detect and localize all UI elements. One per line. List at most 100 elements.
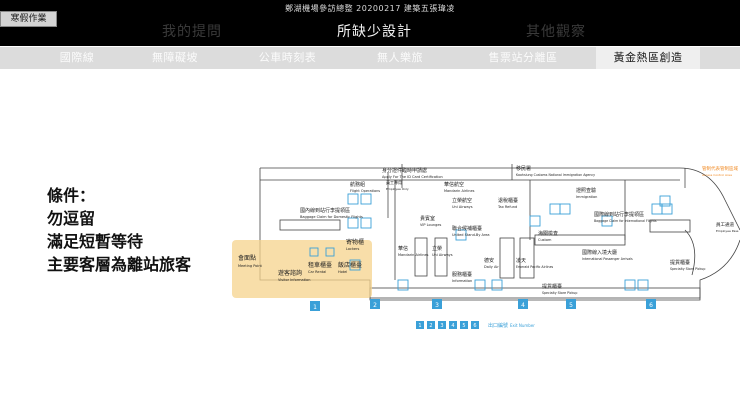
label-control-en: Access Control Area — [702, 173, 732, 177]
label-customs2-en: Custom — [538, 238, 552, 242]
label-customs-en: Kaohsiung Customs National Immigration A… — [516, 173, 595, 177]
condition-item: 勿逗留 — [47, 209, 96, 228]
label-mandarin2-en: Mandarin Airlines — [398, 253, 429, 257]
tab-my-questions[interactable]: 我的提問 — [162, 24, 222, 40]
exit-marker — [370, 299, 380, 309]
homework-button[interactable]: 寒假作業 — [0, 11, 57, 27]
legend-exit-number: 4 — [451, 323, 454, 329]
label-immigration-zh: 證照查驗 — [576, 187, 596, 194]
subtab-ticket-separation[interactable]: 售票站分離區 — [488, 51, 558, 64]
label-mandarin2-zh: 華信 — [398, 245, 408, 252]
label-tax-zh: 退稅櫃臺 — [498, 197, 518, 204]
tab-missing-design[interactable]: 所缺少設計 — [337, 24, 412, 40]
label-pickup-zh: 提貨櫃臺 — [670, 259, 690, 266]
sub-navigation-bar: 國際線 無障礙坡 公車時刻表 無人樂旅 售票站分離區 黃金熱區創造 — [0, 47, 740, 69]
label-emerald-en: Emerald Pacific Airlines — [516, 265, 554, 269]
subtab-golden-zone[interactable]: 黃金熱區創造 — [596, 47, 700, 69]
label-domestic-baggage-zh: 國內線到站行李提領區 — [300, 207, 350, 214]
legend-exit-label: 出口編號 — [488, 322, 508, 329]
conditions-block: 條件： 勿逗留 滿足短暫等待 主要客層為離站旅客 — [47, 184, 191, 276]
subtab-unmanned-travel[interactable]: 無人樂旅 — [377, 51, 423, 64]
label-standby-zh: 聯合候補櫃臺 — [452, 225, 482, 232]
label-daily-en: Daily Air — [484, 265, 499, 269]
exit-number: 5 — [569, 302, 573, 309]
legend-exit-number: 1 — [418, 323, 421, 329]
label-lockers-zh: 寄物櫃 — [346, 238, 364, 246]
label-meeting-en: Meeting Point — [238, 264, 263, 268]
exit-marker — [566, 299, 576, 309]
label-pickup2-zh: 提貨櫃臺 — [542, 283, 562, 290]
label-mandarin-zh: 華信航空 — [444, 181, 464, 188]
conditions-heading: 條件： — [47, 186, 96, 205]
label-uni2-en: Uni Airways — [432, 253, 453, 257]
legend-exit-number: 5 — [462, 323, 465, 329]
legend-exit-number: 3 — [440, 323, 443, 329]
label-hotel-en: Hotel — [338, 270, 347, 274]
label-customs2-zh: 海關檢查 — [538, 230, 558, 237]
label-customs-zh: 移民署 — [516, 165, 531, 172]
golden-zone-highlight — [232, 240, 372, 298]
label-emerald-zh: 凌天 — [516, 257, 526, 264]
label-employee-only-zh: 員工專用 — [386, 179, 402, 185]
label-vip-zh: 貴賓室 — [420, 215, 435, 222]
label-vip-en: VIP Lounges — [420, 223, 441, 227]
tab-other-observations[interactable]: 其他觀察 — [526, 24, 586, 40]
exit-markers: 1 2 3 4 5 6 — [310, 299, 656, 311]
label-flight-ops-en: Flight Operations — [350, 189, 380, 193]
label-employee-pass-zh: 員工通道 — [716, 221, 734, 228]
label-domestic-baggage-en: Baggage Claim for Domestic Flights — [300, 215, 363, 219]
label-uni2-zh: 立榮 — [432, 245, 442, 252]
legend-exit-number: 2 — [429, 323, 432, 329]
exit-number: 1 — [313, 304, 317, 311]
condition-item: 主要客層為離站旅客 — [47, 255, 192, 274]
top-navigation-bar: 寒假作業 鄭湖機場參訪總整 20200217 建築五張瑋凌 我的提問 所缺少設計… — [0, 0, 740, 46]
leader-lines — [387, 164, 686, 218]
label-car-rental-zh: 租車櫃臺 — [308, 261, 332, 269]
label-pickup2-en: Specialty Store Pickup — [542, 291, 577, 295]
label-uni-zh: 立榮航空 — [452, 197, 472, 204]
label-intl-arrival-en: International Passenger Arrivals — [582, 257, 633, 261]
label-pickup-en: Specialty Store Pickup — [670, 267, 705, 271]
label-intl-baggage-en: Baggage Claim for International Flights — [594, 219, 657, 223]
legend-exit-number: 6 — [473, 323, 476, 329]
label-mandarin-en: Mandarin Airlines — [444, 189, 475, 193]
label-lockers-en: Lockers — [346, 247, 359, 251]
label-daily-zh: 德安 — [484, 257, 494, 264]
label-flight-ops-zh: 航務組 — [350, 181, 365, 188]
label-employee-pass-en: Employee Pass — [716, 229, 739, 233]
label-control-zh: 管制代表管制區域 — [702, 165, 738, 172]
label-immigration-en: Immigration — [576, 195, 597, 199]
label-id-card-zh: 身分證件臨時申請處 — [382, 167, 427, 174]
subtab-international[interactable]: 國際線 — [59, 51, 95, 64]
label-visitor-en: Visitor Information — [278, 278, 310, 282]
exit-number: 3 — [435, 302, 439, 309]
label-info-en: Information — [452, 279, 472, 283]
label-info-zh: 服務櫃臺 — [452, 271, 472, 278]
presentation-title: 鄭湖機場參訪總整 20200217 建築五張瑋凌 — [285, 4, 455, 13]
exit-marker — [518, 299, 528, 309]
exit-number: 4 — [521, 302, 525, 309]
subtab-accessible-ramp[interactable]: 無障礙坡 — [152, 51, 198, 64]
label-employee-only-en: Employee Only — [386, 187, 409, 191]
exit-legend: 1 2 3 4 5 6 出口編號 Exit Number — [416, 321, 535, 329]
label-hotel-zh: 飯店櫃臺 — [338, 261, 362, 269]
label-id-card-en: Apply For The ID Card Certification — [382, 175, 443, 179]
label-standby-en: United Stand-By Area — [452, 233, 490, 237]
label-car-rental-en: Car Rental — [308, 270, 326, 274]
subtab-bus-schedule[interactable]: 公車時刻表 — [258, 51, 317, 64]
exit-marker — [432, 299, 442, 309]
label-uni-en: Uni Airways — [452, 205, 473, 209]
label-intl-arrival-zh: 國際線入境大廳 — [582, 249, 617, 256]
legend-exit-label-en: Exit Number — [510, 323, 535, 328]
label-tax-en: Tax Refund — [497, 205, 517, 209]
exit-marker — [646, 299, 656, 309]
label-visitor-zh: 遊客諮詢 — [278, 269, 302, 277]
label-intl-baggage-zh: 國際線到站行李提領區 — [594, 211, 644, 218]
condition-item: 滿足短暫等待 — [47, 232, 144, 251]
airport-floor-plan: 會面點 Meeting Point 遊客諮詢 Visitor Informati… — [232, 164, 740, 329]
exit-marker — [310, 301, 320, 311]
exit-number: 2 — [373, 302, 377, 309]
facility-icons — [309, 193, 673, 291]
exit-number: 6 — [649, 302, 653, 309]
label-meeting-zh: 會面點 — [238, 254, 256, 262]
